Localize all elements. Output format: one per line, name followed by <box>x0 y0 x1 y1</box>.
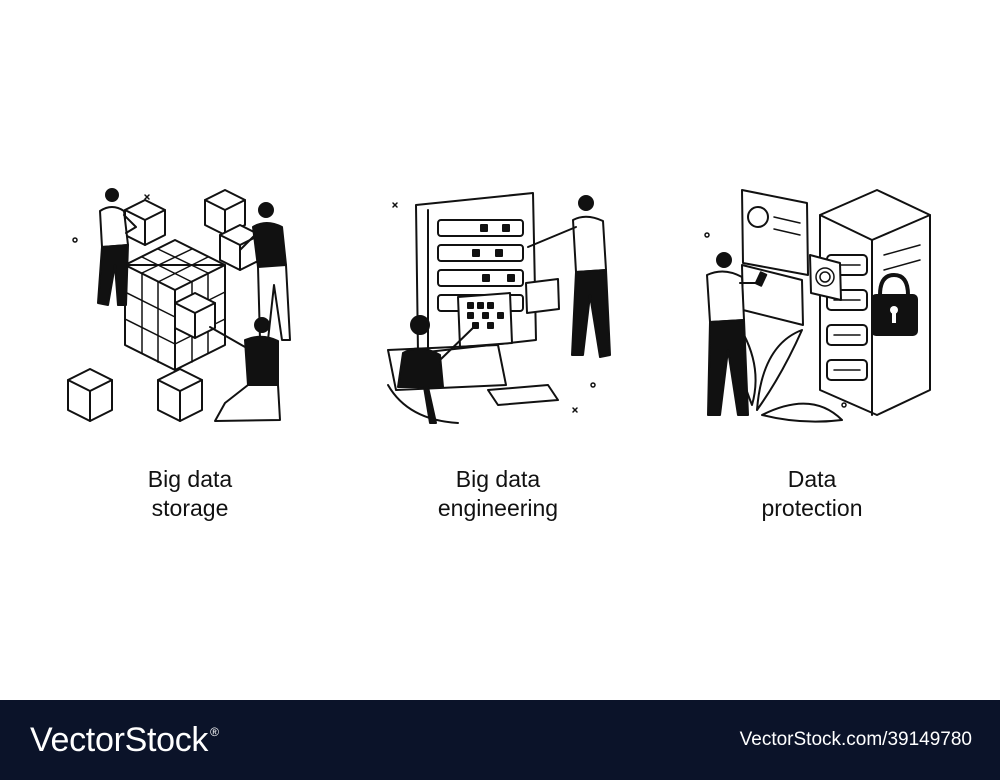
person-seated-engineer <box>387 315 507 424</box>
padlock-icon <box>871 273 918 336</box>
fingerprint-card <box>809 254 842 301</box>
illustration-canvas: Big data storage <box>40 175 962 535</box>
caption-big-data-engineering: Big data engineering <box>348 465 648 523</box>
caption-line: storage <box>151 495 229 521</box>
code-panel <box>457 292 513 348</box>
server-rack-illustration <box>387 192 611 424</box>
ground-cube <box>67 368 113 422</box>
carried-cube <box>219 224 261 271</box>
caption-data-protection: Data protection <box>662 465 962 523</box>
person-with-phone <box>706 252 768 416</box>
vectorstock-logo[interactable]: VectorStock ® <box>30 721 219 760</box>
user-profile-card <box>741 189 809 276</box>
carried-cube <box>124 199 166 246</box>
caption-line: protection <box>761 495 863 521</box>
data-cubes-illustration <box>67 188 291 422</box>
watermark-footer-bar: VectorStock ® VectorStock.com/39149780 <box>0 700 1000 780</box>
person-standing-left <box>97 188 137 306</box>
floor-mat <box>487 384 559 406</box>
password-card <box>741 264 804 326</box>
panel-data-protection: Data protection <box>662 175 962 535</box>
placed-cube <box>174 292 216 339</box>
registered-mark: ® <box>210 724 219 739</box>
caption-line: Big data <box>147 466 233 492</box>
caption-line: Data <box>787 466 837 492</box>
panel-big-data-storage: Big data storage <box>40 175 340 535</box>
brand-name: VectorStock <box>30 720 209 759</box>
floating-cube <box>204 189 246 236</box>
data-card <box>525 278 560 314</box>
padlock-security-illustration <box>704 189 931 423</box>
ground-cube <box>157 368 203 422</box>
person-standing-engineer <box>527 195 611 358</box>
user-avatar-icon <box>747 206 769 228</box>
caption-line: Big data <box>455 466 541 492</box>
caption-line: engineering <box>437 495 559 521</box>
caption-big-data-storage: Big data storage <box>40 465 340 523</box>
panel-big-data-engineering: Big data engineering <box>348 175 648 535</box>
person-kneeling <box>209 317 281 422</box>
image-id-link[interactable]: VectorStock.com/39149780 <box>739 729 972 750</box>
